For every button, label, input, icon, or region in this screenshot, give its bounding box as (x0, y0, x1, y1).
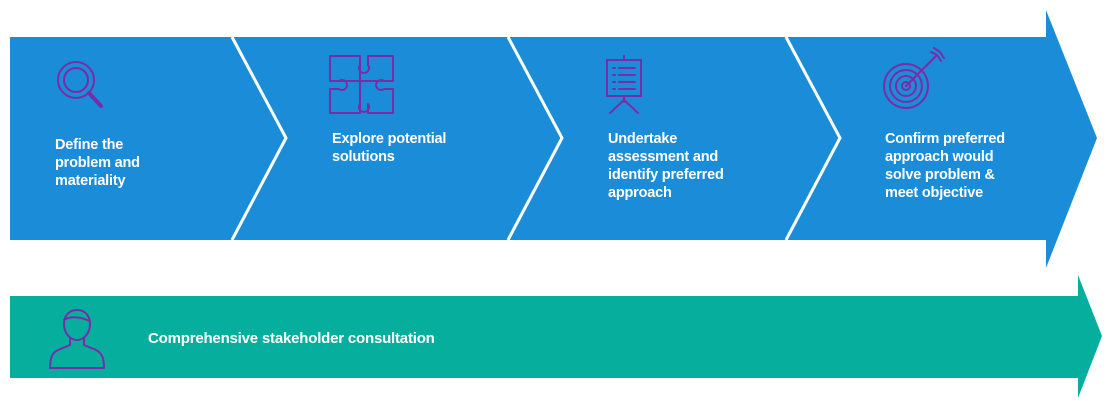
chevron-divider-2 (506, 36, 564, 241)
chevron-dividers (230, 36, 842, 241)
step-4-label: Confirm preferred approach would solve p… (885, 131, 1005, 201)
target-icon (883, 47, 945, 109)
chevron-divider-1 (230, 36, 288, 241)
person-icon (49, 309, 105, 369)
magnifying-glass-icon (57, 61, 103, 108)
process-arrow-band (10, 10, 1097, 268)
step-2-label: Explore potential solutions (332, 131, 447, 165)
step-1-label: Define the problem and materiality (55, 137, 140, 189)
consultation-arrow-band (10, 275, 1102, 398)
consultation-label: Comprehensive stakeholder consultation (148, 330, 435, 347)
presentation-board-icon (606, 55, 642, 114)
puzzle-icon (329, 55, 394, 114)
step-3-label: Undertake assessment and identify prefer… (608, 131, 724, 201)
chevron-divider-3 (784, 36, 842, 241)
